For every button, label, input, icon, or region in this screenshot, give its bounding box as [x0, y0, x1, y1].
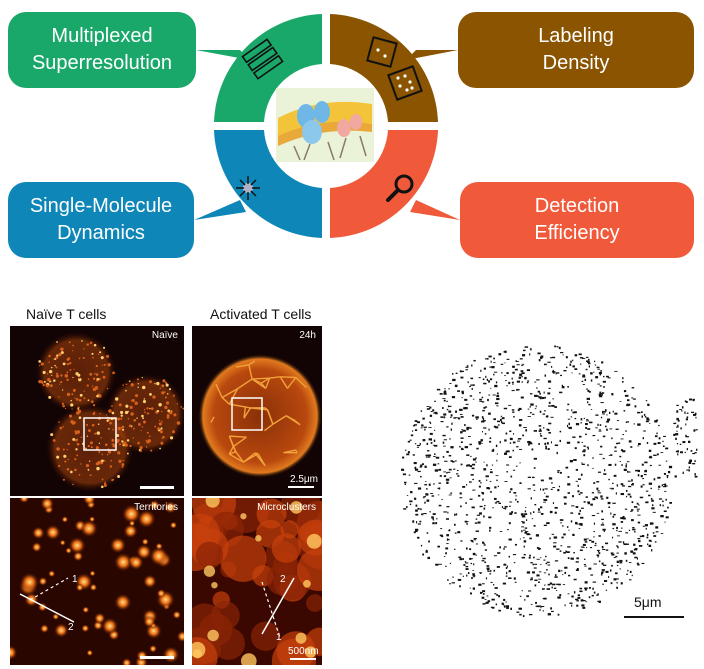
micrograph-naive: Naïve — [10, 326, 184, 496]
zoom-box — [231, 397, 263, 431]
callout-line: Efficiency — [534, 222, 620, 244]
dotted-squares-icon — [366, 36, 423, 101]
micrograph-territories: 1 2 Territories — [10, 498, 184, 665]
scale-bar — [290, 658, 316, 660]
scale-bar — [140, 486, 174, 489]
ring-segment-orange — [330, 130, 438, 238]
ring-diagram — [194, 14, 460, 238]
callout-line: Superresolution — [31, 52, 173, 74]
micrograph-activated: 2.5μm 24h — [192, 326, 322, 496]
marker-2: 2 — [280, 574, 286, 585]
panel-tag: Territories — [134, 502, 178, 513]
localization-map-image — [401, 345, 698, 617]
territories-image: 1 2 — [10, 498, 184, 665]
panel-tag: Microclusters — [257, 502, 316, 513]
ring-segment-green — [214, 14, 322, 122]
callout-detection-efficiency: Detection Efficiency — [460, 182, 694, 258]
connector-top-right — [406, 50, 458, 60]
marker-2: 2 — [68, 622, 74, 633]
caption-activated-t-cells: Activated T cells — [210, 306, 312, 322]
microclusters-image: 2 1 500nm — [192, 498, 322, 665]
rectangles-icon — [241, 38, 284, 80]
magnifier-icon — [386, 174, 414, 202]
callout-multiplexed-superresolution: Multiplexed Superresolution — [8, 12, 196, 88]
connector-top-left — [196, 50, 250, 60]
connector-bottom-right — [410, 200, 460, 220]
callout-line: Multiplexed — [51, 25, 153, 47]
membrane-illustration-icon — [276, 88, 374, 162]
scale-bar — [624, 616, 684, 618]
activated-scale-label: 2.5μm — [290, 474, 318, 485]
callout-line: Dynamics — [57, 222, 145, 244]
scale-bar — [288, 486, 314, 488]
ring-segment-blue — [214, 130, 322, 238]
microclusters-scale-label: 500nm — [288, 646, 319, 657]
scale-label: 5μm — [634, 594, 662, 610]
activated-cell-image: 2.5μm — [198, 354, 322, 488]
marker-1: 1 — [72, 574, 78, 585]
callout-line: Density — [542, 52, 610, 74]
marker-1: 1 — [276, 632, 282, 643]
panel-tag: 24h — [299, 330, 316, 341]
scale-bar — [140, 656, 174, 659]
callout-line: Labeling — [538, 25, 614, 47]
callout-labeling-density: Labeling Density — [458, 12, 694, 88]
micrograph-microclusters: 2 1 500nm Microclusters — [192, 498, 322, 665]
naive-cells-image — [36, 332, 184, 492]
callout-line: Single-Molecule — [29, 195, 173, 217]
connector-bottom-left — [194, 200, 246, 220]
callout-line: Detection — [534, 195, 620, 217]
zoom-box — [83, 417, 117, 451]
panel-tag: Naïve — [151, 330, 178, 341]
molecule-star-icon — [236, 176, 260, 200]
caption-naive-t-cells: Naïve T cells — [26, 306, 107, 322]
callout-single-molecule-dynamics: Single-Molecule Dynamics — [8, 182, 194, 258]
